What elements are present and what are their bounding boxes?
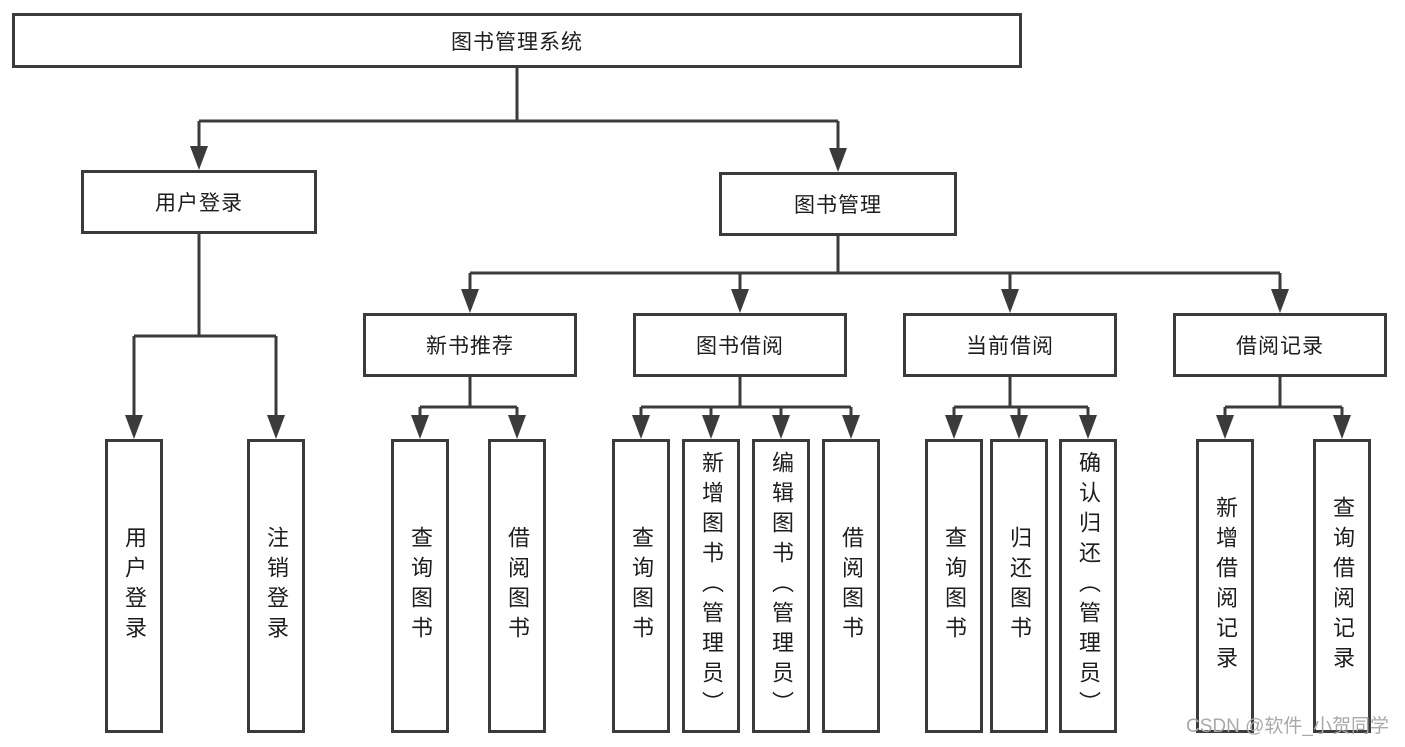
leaf-label: 查询图书 xyxy=(942,526,967,646)
book-borrow-branch-connector xyxy=(632,377,860,439)
borrow-records-branch-connector xyxy=(1216,377,1351,439)
leaf-borrow-books: 借阅图书 xyxy=(822,439,880,733)
arrow-down-icon xyxy=(1001,289,1019,313)
arrow-down-icon xyxy=(772,415,790,439)
node-borrowing-records: 借阅记录 xyxy=(1173,313,1387,377)
leaf-return-book: 归还图书 xyxy=(990,439,1048,733)
arrow-down-icon xyxy=(632,415,650,439)
arrow-down-icon xyxy=(731,289,749,313)
leaf-query-books-borrow: 查询图书 xyxy=(612,439,670,733)
leaf-edit-book-admin: 编辑图书（管理员） xyxy=(752,439,810,733)
arrow-down-icon xyxy=(461,289,479,313)
leaf-query-borrow-record: 查询借阅记录 xyxy=(1313,439,1371,733)
node-current-borrowing: 当前借阅 xyxy=(903,313,1117,377)
leaf-add-borrow-record: 新增借阅记录 xyxy=(1196,439,1254,733)
book-management-branch-connector xyxy=(461,236,1289,313)
leaf-add-book-admin: 新增图书（管理员） xyxy=(682,439,740,733)
leaf-label: 确认归还（管理员） xyxy=(1076,451,1101,721)
arrow-down-icon xyxy=(945,415,963,439)
node-new-book-recommendation: 新书推荐 xyxy=(363,313,577,377)
arrow-down-icon xyxy=(190,146,208,170)
leaf-query-books-current: 查询图书 xyxy=(925,439,983,733)
arrow-down-icon xyxy=(411,415,429,439)
leaf-label: 查询图书 xyxy=(408,526,433,646)
user-login-branch-connector xyxy=(125,234,285,439)
arrow-down-icon xyxy=(1333,415,1351,439)
leaf-user-login: 用户登录 xyxy=(105,439,163,733)
current-borrow-branch-connector xyxy=(945,377,1097,439)
arrow-down-icon xyxy=(1079,415,1097,439)
arrow-down-icon xyxy=(1271,289,1289,313)
csdn-watermark: CSDN @软件_小贺同学 xyxy=(1186,716,1389,737)
arrow-down-icon xyxy=(125,415,143,439)
leaf-borrow-books-recommend: 借阅图书 xyxy=(488,439,546,733)
leaf-label: 编辑图书（管理员） xyxy=(769,451,794,721)
leaf-label: 借阅图书 xyxy=(505,526,530,646)
arrow-down-icon xyxy=(267,415,285,439)
root-branch-connector xyxy=(190,68,847,172)
node-book-borrowing: 图书借阅 xyxy=(633,313,847,377)
node-user-login: 用户登录 xyxy=(81,170,317,234)
leaf-query-books-recommend: 查询图书 xyxy=(391,439,449,733)
arrow-down-icon xyxy=(829,148,847,172)
leaf-label: 用户登录 xyxy=(122,526,147,646)
leaf-label: 归还图书 xyxy=(1007,526,1032,646)
node-library-management-system: 图书管理系统 xyxy=(12,13,1022,68)
leaf-confirm-return-admin: 确认归还（管理员） xyxy=(1059,439,1117,733)
leaf-label: 注销登录 xyxy=(264,526,289,646)
leaf-label: 查询图书 xyxy=(629,526,654,646)
leaf-label: 新增借阅记录 xyxy=(1213,496,1238,676)
leaf-label: 查询借阅记录 xyxy=(1330,496,1355,676)
arrow-down-icon xyxy=(1010,415,1028,439)
node-book-management: 图书管理 xyxy=(719,172,957,236)
leaf-logout: 注销登录 xyxy=(247,439,305,733)
arrow-down-icon xyxy=(842,415,860,439)
arrow-down-icon xyxy=(702,415,720,439)
leaf-label: 借阅图书 xyxy=(839,526,864,646)
leaf-label: 新增图书（管理员） xyxy=(699,451,724,721)
new-book-branch-connector xyxy=(411,377,526,439)
arrow-down-icon xyxy=(1216,415,1234,439)
arrow-down-icon xyxy=(508,415,526,439)
